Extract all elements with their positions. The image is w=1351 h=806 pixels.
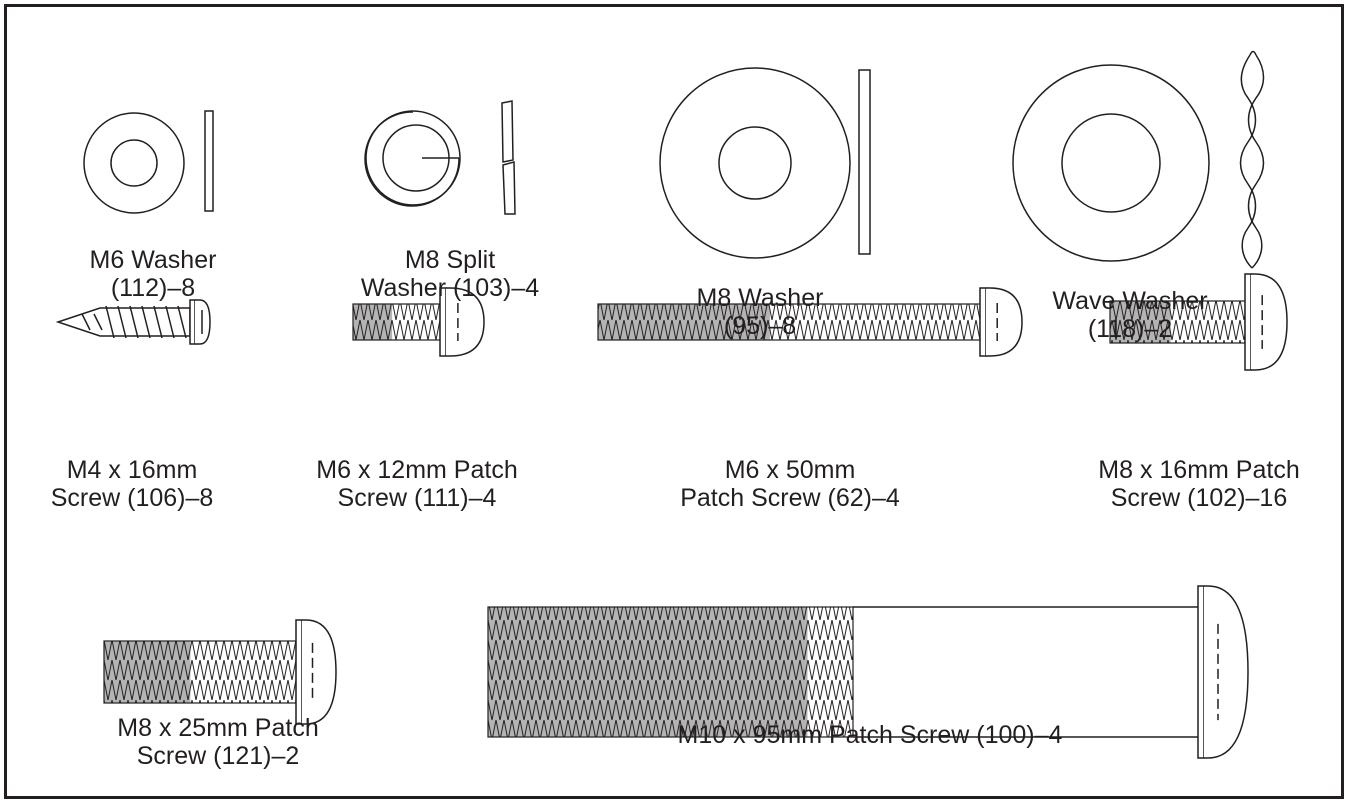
label-line: Washer (103)–4 <box>360 274 540 302</box>
m6-12mm-patch-screw-drawing <box>352 287 485 357</box>
m8-split-washer-drawing <box>364 100 516 215</box>
m10-95mm-patch-screw-label: M10 x 95mm Patch Screw (100)–4 <box>678 721 1063 749</box>
m8-washer-drawing <box>659 67 871 259</box>
m6-washer-drawing <box>83 110 214 214</box>
label-line: Screw (121)–2 <box>136 742 300 770</box>
label-line: Wave Washer <box>1052 287 1208 315</box>
wave-washer-label: Wave Washer(118)–2 <box>1052 287 1207 343</box>
label-line: Screw (102)–16 <box>1110 484 1288 512</box>
label-line: (95)–8 <box>723 312 797 340</box>
label-line: M8 Washer <box>696 284 824 312</box>
label-line: M10 x 95mm Patch Screw (100)–4 <box>677 721 1063 749</box>
m8-25mm-patch-screw-drawing <box>103 619 337 725</box>
label-line: (118)–2 <box>1087 315 1173 343</box>
m8-washer-label: M8 Washer(95)–8 <box>697 284 824 340</box>
label-line: M6 x 50mm <box>724 456 856 484</box>
label-line: Patch Screw (62)–4 <box>680 484 900 512</box>
m6-washer-label: M6 Washer(112)–8 <box>90 246 217 302</box>
label-line: Screw (106)–8 <box>50 484 214 512</box>
m6-50mm-patch-screw-drawing <box>597 287 1023 357</box>
label-line: M4 x 16mm <box>66 456 198 484</box>
label-line: M8 Split <box>404 246 496 274</box>
label-line: M8 x 25mm Patch <box>117 714 319 742</box>
label-line: M6 Washer <box>89 246 217 274</box>
label-line: Screw (111)–4 <box>337 484 497 512</box>
m4-16mm-screw-drawing <box>55 299 211 345</box>
label-line: M6 x 12mm Patch <box>316 456 518 484</box>
m8-16mm-patch-screw-drawing <box>1109 273 1288 371</box>
label-line: (112)–8 <box>110 274 196 302</box>
m10-95mm-patch-screw-drawing <box>487 585 1249 759</box>
label-line: M8 x 16mm Patch <box>1098 456 1300 484</box>
wave-washer-drawing <box>1012 50 1265 269</box>
